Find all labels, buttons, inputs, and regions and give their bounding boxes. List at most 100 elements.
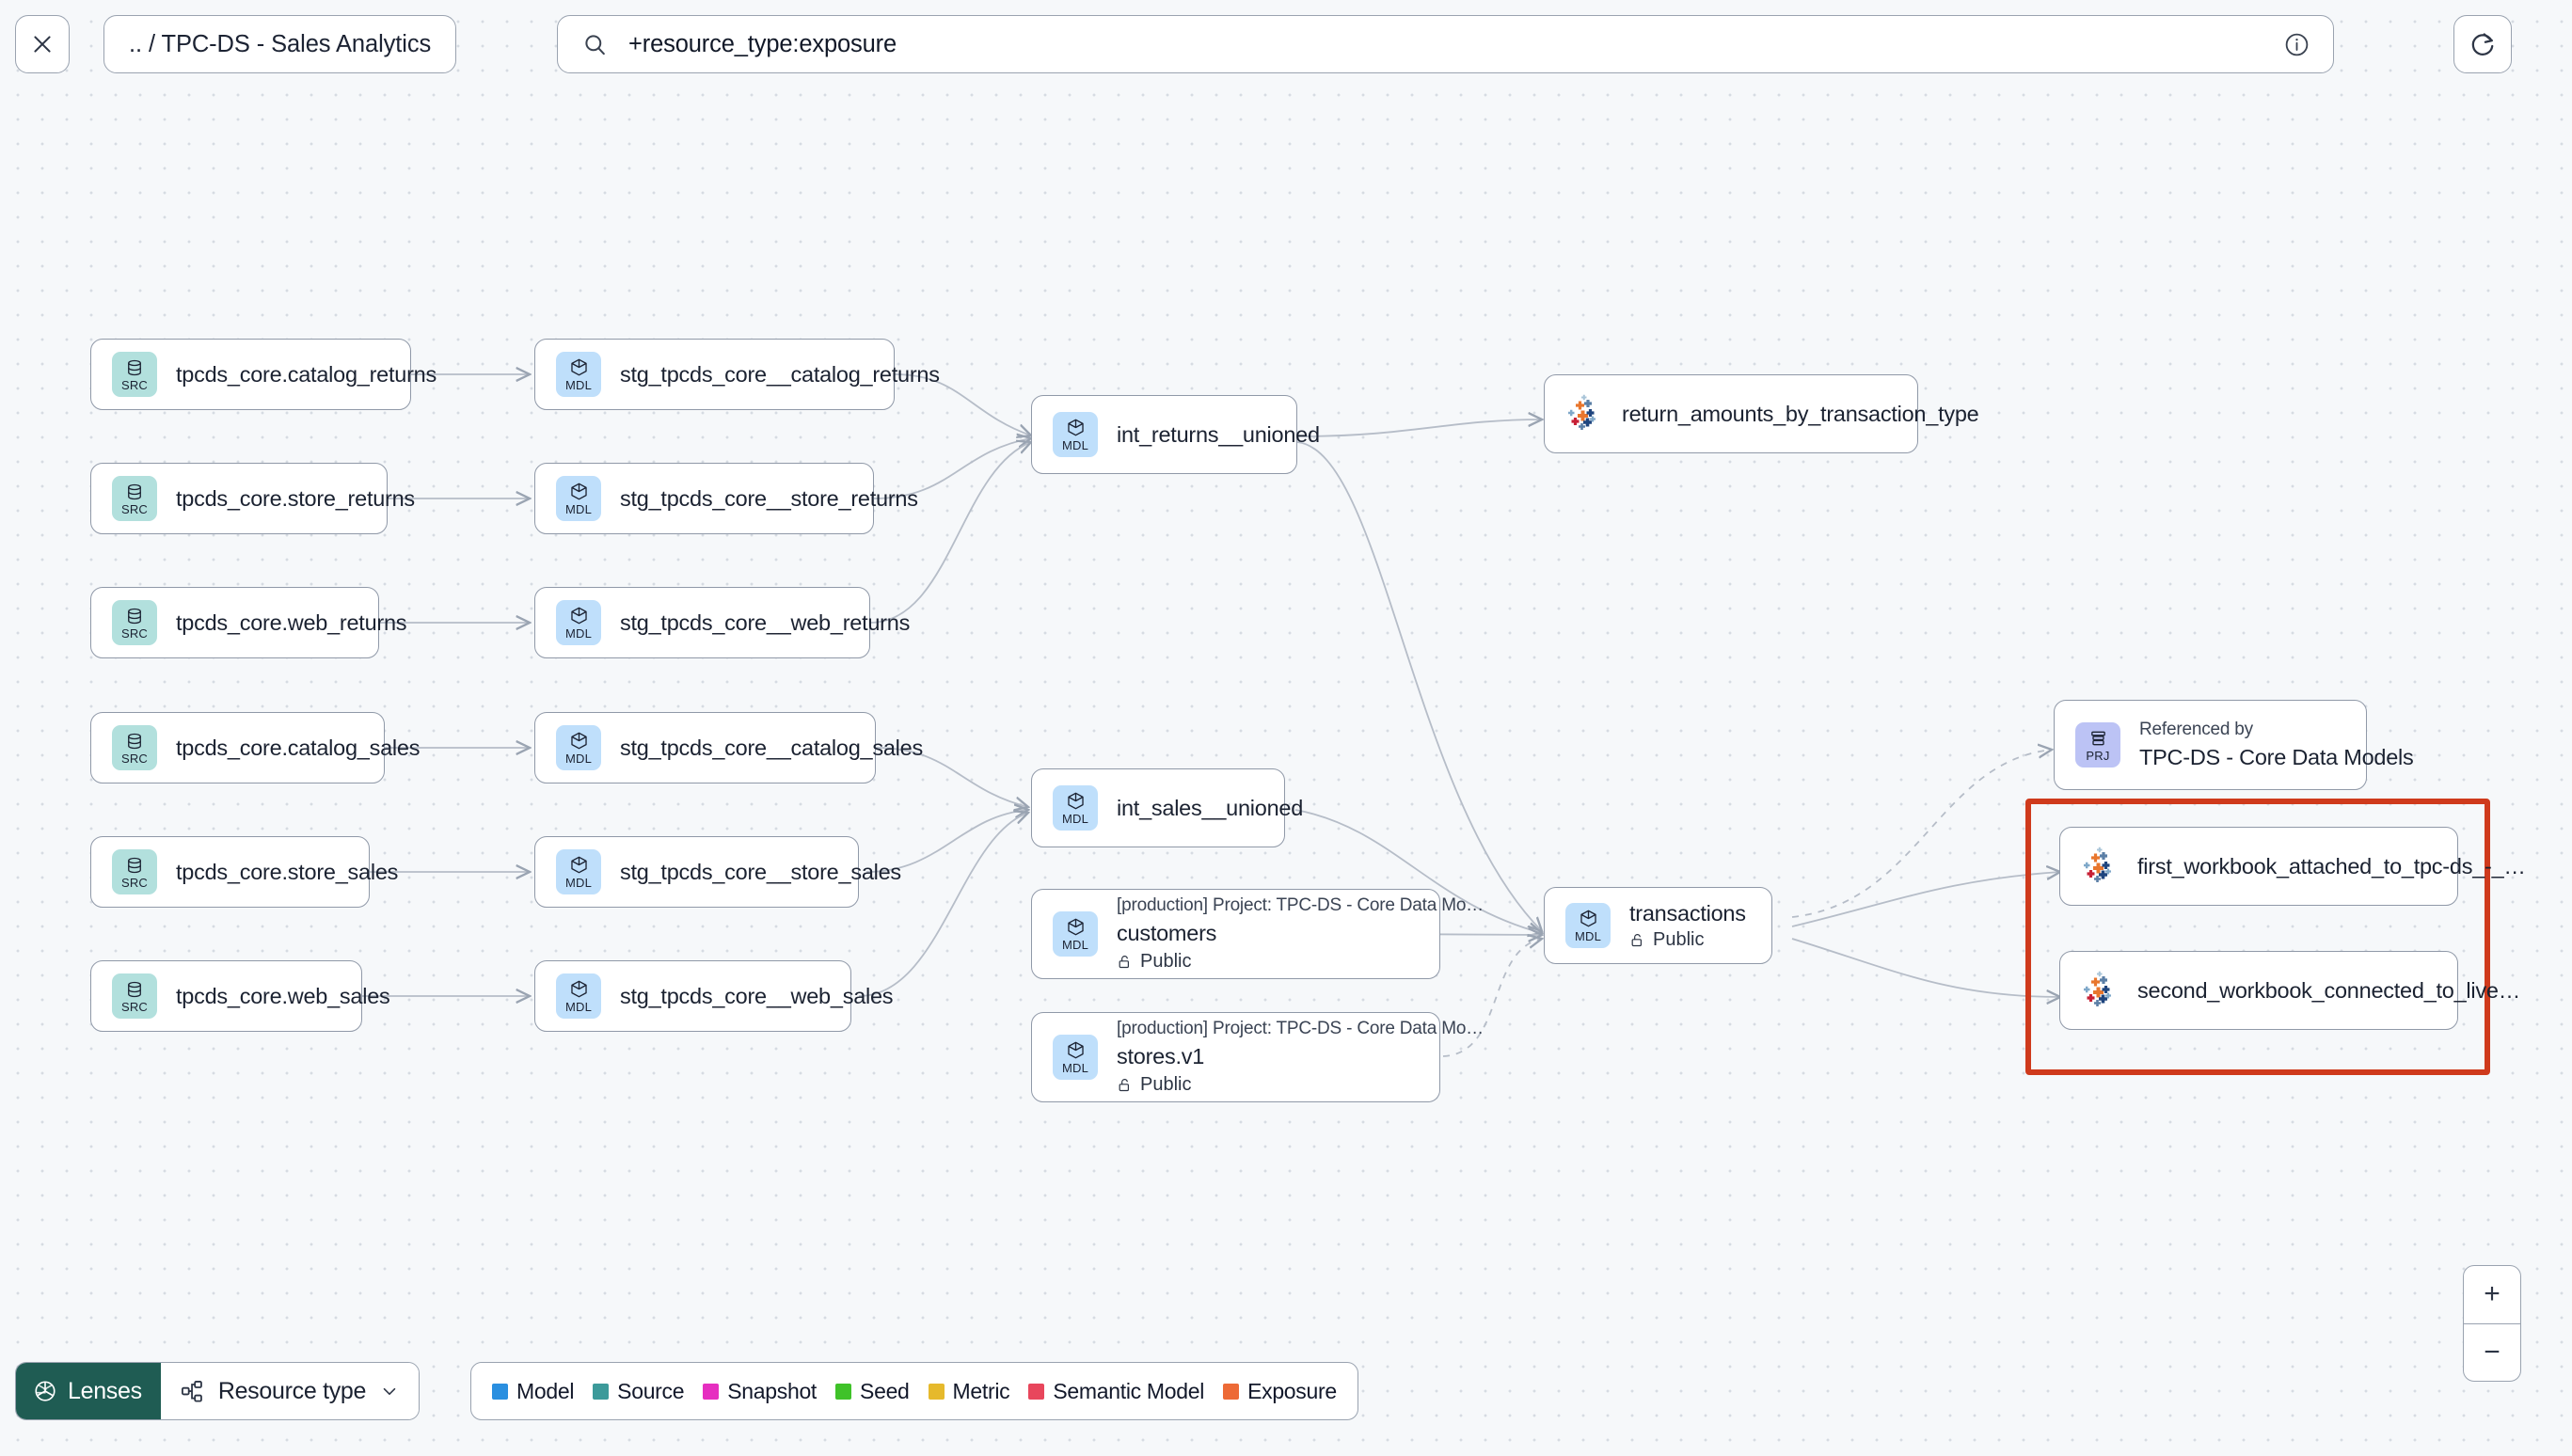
graph-node-int-returns-unioned[interactable]: MDL int_returns__unioned bbox=[1031, 395, 1320, 474]
search-input[interactable]: +resource_type:exposure bbox=[628, 30, 897, 57]
node-label: int_sales__unioned bbox=[1117, 795, 1304, 820]
unlock-icon bbox=[1119, 956, 1129, 969]
search-icon bbox=[585, 34, 605, 55]
hierarchy-icon bbox=[181, 1380, 202, 1402]
graph-node-first-workbook-exposure[interactable]: first_workbook_attached_to_tpc-ds_-_… bbox=[2059, 827, 2526, 906]
src-badge: SRC bbox=[112, 476, 157, 521]
cube-icon bbox=[570, 483, 587, 500]
resource-type-legend: Model Source Snapshot Seed Metric Semant… bbox=[470, 1362, 1358, 1420]
graph-node-transactions[interactable]: MDL transactions Public bbox=[1544, 887, 1772, 964]
node-label: stg_tpcds_core__store_sales bbox=[620, 859, 901, 884]
graph-node-src-store-returns[interactable]: SRC tpcds_core.store_returns bbox=[90, 463, 415, 534]
zoom-in-button[interactable]: + bbox=[2464, 1266, 2520, 1324]
graph-node-stg-web-returns[interactable]: MDL stg_tpcds_core__web_returns bbox=[534, 587, 910, 658]
src-badge: SRC bbox=[112, 352, 157, 397]
legend-swatch bbox=[1028, 1383, 1045, 1400]
legend-item-source[interactable]: Source bbox=[593, 1379, 685, 1404]
mdl-badge: MDL bbox=[1053, 911, 1098, 957]
graph-node-stg-store-sales[interactable]: MDL stg_tpcds_core__store_sales bbox=[534, 836, 901, 908]
graph-node-stg-store-returns[interactable]: MDL stg_tpcds_core__store_returns bbox=[534, 463, 918, 534]
graph-node-src-store-sales[interactable]: SRC tpcds_core.store_sales bbox=[90, 836, 398, 908]
node-access: Public bbox=[1117, 1074, 1484, 1096]
tableau-plus-cluster-icon bbox=[2084, 971, 2111, 1006]
selection-highlight-box bbox=[2025, 799, 2490, 1075]
close-button[interactable] bbox=[15, 15, 70, 73]
database-icon bbox=[128, 733, 141, 749]
legend-swatch bbox=[703, 1383, 720, 1400]
bottom-toolbar: Lenses Resource type Model bbox=[0, 1339, 2572, 1456]
mdl-badge: MDL bbox=[1565, 903, 1611, 948]
node-label: int_returns__unioned bbox=[1117, 421, 1320, 447]
legend-item-metric[interactable]: Metric bbox=[928, 1378, 1010, 1404]
resource-type-dropdown[interactable]: Resource type bbox=[160, 1363, 420, 1419]
mdl-badge: MDL bbox=[556, 476, 601, 521]
node-label: tpcds_core.catalog_returns bbox=[176, 361, 437, 387]
graph-node-stg-catalog-returns[interactable]: MDL stg_tpcds_core__catalog_returns bbox=[534, 339, 940, 410]
node-label: stg_tpcds_core__catalog_sales bbox=[620, 735, 923, 760]
graph-node-stg-web-sales[interactable]: MDL stg_tpcds_core__web_sales bbox=[534, 960, 894, 1032]
unlock-icon bbox=[1631, 933, 1642, 946]
cube-icon bbox=[570, 358, 587, 376]
graph-node-customers[interactable]: MDL [production] Project: TPC-DS - Core … bbox=[1031, 889, 1484, 979]
node-access: Public bbox=[1117, 951, 1484, 973]
legend-item-seed[interactable]: Seed bbox=[835, 1379, 910, 1404]
mdl-badge: MDL bbox=[556, 973, 601, 1019]
node-label: stg_tpcds_core__web_sales bbox=[620, 983, 894, 1008]
graph-node-stores-v1[interactable]: MDL [production] Project: TPC-DS - Core … bbox=[1031, 1012, 1484, 1102]
breadcrumb[interactable]: .. / TPC-DS - Sales Analytics bbox=[103, 15, 457, 73]
src-badge-label: SRC bbox=[120, 999, 149, 1014]
src-badge: SRC bbox=[112, 849, 157, 894]
database-icon bbox=[128, 483, 141, 499]
node-label: tpcds_core.store_sales bbox=[176, 859, 399, 884]
node-label: second_workbook_connected_to_live… bbox=[2137, 977, 2520, 1003]
legend-swatch bbox=[928, 1383, 945, 1400]
graph-node-src-catalog-sales[interactable]: SRC tpcds_core.catalog_sales bbox=[90, 712, 420, 783]
graph-node-src-web-returns[interactable]: SRC tpcds_core.web_returns bbox=[90, 587, 407, 658]
graph-node-src-catalog-returns[interactable]: SRC tpcds_core.catalog_returns bbox=[90, 339, 437, 410]
zoom-out-button[interactable]: − bbox=[2464, 1324, 2520, 1382]
node-label: tpcds_core.web_returns bbox=[176, 609, 407, 635]
cube-icon bbox=[570, 607, 587, 625]
src-badge-label: SRC bbox=[120, 875, 149, 890]
info-button[interactable] bbox=[2283, 31, 2310, 58]
legend-item-semantic-model[interactable]: Semantic Model bbox=[1028, 1379, 1204, 1404]
mdl-badge-label: MDL bbox=[564, 876, 593, 890]
tableau-plus-cluster-icon bbox=[1568, 394, 1596, 430]
lenses-button[interactable]: Lenses bbox=[16, 1363, 161, 1419]
chevron-down-icon bbox=[383, 1387, 396, 1395]
graph-node-return-amounts-exposure[interactable]: return_amounts_by_transaction_type bbox=[1544, 374, 1979, 453]
node-label: tpcds_core.catalog_sales bbox=[176, 735, 421, 760]
aperture-icon bbox=[35, 1381, 56, 1401]
graph-node-stg-catalog-sales[interactable]: MDL stg_tpcds_core__catalog_sales bbox=[534, 712, 923, 783]
legend-swatch bbox=[1223, 1383, 1240, 1400]
legend-item-model[interactable]: Model bbox=[492, 1379, 574, 1404]
database-icon bbox=[128, 857, 141, 873]
node-label: tpcds_core.store_returns bbox=[176, 485, 415, 511]
node-detail: transactions Public bbox=[1629, 901, 1746, 951]
legend-item-exposure[interactable]: Exposure bbox=[1223, 1379, 1337, 1404]
legend-label: Metric bbox=[952, 1378, 1010, 1403]
graph-node-int-sales-unioned[interactable]: MDL int_sales__unioned bbox=[1031, 768, 1303, 847]
cube-icon bbox=[570, 980, 587, 998]
node-title: TPC-DS - Core Data Models bbox=[2139, 745, 2414, 769]
graph-node-referenced-by-project[interactable]: PRJ Referenced by TPC-DS - Core Data Mod… bbox=[2054, 700, 2414, 790]
legend-item-snapshot[interactable]: Snapshot bbox=[703, 1379, 817, 1404]
legend-label: Seed bbox=[860, 1378, 910, 1403]
src-badge: SRC bbox=[112, 725, 157, 770]
prj-badge: PRJ bbox=[2075, 722, 2120, 768]
mdl-badge: MDL bbox=[556, 600, 601, 645]
graph-node-src-web-sales[interactable]: SRC tpcds_core.web_sales bbox=[90, 960, 390, 1032]
refresh-button[interactable] bbox=[2453, 15, 2512, 73]
search-bar[interactable]: +resource_type:exposure bbox=[557, 15, 2334, 73]
graph-node-second-workbook-exposure[interactable]: second_workbook_connected_to_live… bbox=[2059, 951, 2520, 1030]
tableau-exposure-icon bbox=[2077, 846, 2119, 887]
cube-icon bbox=[570, 732, 587, 750]
src-badge: SRC bbox=[112, 973, 157, 1019]
mdl-badge-label: MDL bbox=[564, 626, 593, 641]
database-icon bbox=[128, 981, 141, 997]
zoom-out-icon: − bbox=[2484, 1336, 2501, 1368]
tableau-plus-cluster-icon bbox=[2084, 847, 2111, 882]
prj-badge-label: PRJ bbox=[2086, 748, 2110, 763]
mdl-badge: MDL bbox=[556, 849, 601, 894]
